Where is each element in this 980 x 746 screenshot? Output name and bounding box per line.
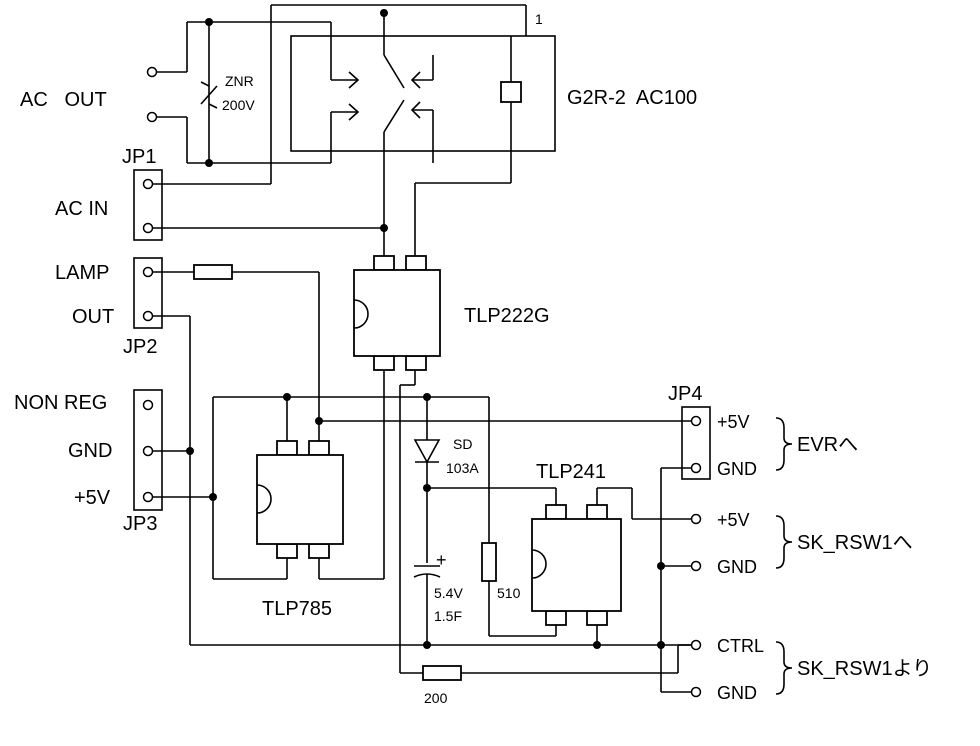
sk-rsw1-terminals (690, 513, 702, 698)
zener-name-label: ZNR (225, 73, 254, 89)
ac-out-terminal-1 (146, 66, 158, 78)
ground-bus (190, 467, 696, 693)
jp4-plus5v-label: +5V (717, 412, 750, 432)
sk-plus5v-label: +5V (717, 510, 750, 530)
lamp-resistor (193, 264, 233, 280)
ac-out-terminals (146, 21, 332, 164)
jp3-plus5v-label: +5V (74, 487, 111, 509)
non-reg-label: NON REG (14, 392, 107, 414)
relay-pin-label: 1 (535, 11, 543, 27)
relay-name-label: G2R-2 AC100 (567, 87, 697, 109)
evr-label: EVRへ (797, 434, 858, 456)
jp3-gnd-label: GND (68, 440, 112, 462)
cap-polarity-label: + (436, 550, 447, 570)
schottky-diode (413, 393, 441, 563)
ac-out-label: AC OUT (20, 89, 107, 111)
cap-voltage-label: 5.4V (434, 585, 463, 601)
jp3-connector (133, 389, 217, 511)
jp2-connector (133, 257, 320, 645)
tlp222g-label: TLP222G (464, 305, 550, 327)
sk-rsw1-from-label: SK_RSW1より (797, 658, 932, 680)
sk-rsw1-to-label: SK_RSW1へ (797, 532, 913, 554)
jp1-label: JP1 (122, 146, 156, 168)
r510-label: 510 (497, 585, 521, 601)
jp2-label: JP2 (123, 336, 157, 358)
cap-value-label: 1.5F (434, 608, 462, 624)
relay-coil (500, 81, 522, 103)
diode-value-label: 103A (446, 460, 479, 476)
zener-diode (200, 18, 218, 167)
out-label: OUT (72, 306, 114, 328)
relay-outline (290, 35, 556, 152)
sk-gnd1-label: GND (717, 557, 757, 577)
ac-in-label: AC IN (55, 198, 108, 220)
tlp785-label: TLP785 (262, 598, 332, 620)
r200-label: 200 (424, 690, 448, 706)
tlp241-chip (427, 487, 692, 649)
lamp-label: LAMP (55, 262, 109, 284)
tlp222g-chip (353, 255, 441, 371)
relay-to-tlp222g-wires (383, 151, 512, 258)
jp3-label: JP3 (123, 513, 157, 535)
jp4-connector (681, 406, 711, 480)
relay (290, 9, 556, 163)
diode-name-label: SD (453, 436, 472, 452)
jp1-connector (133, 4, 527, 241)
resistor-200 (422, 665, 462, 681)
jp4-label: JP4 (668, 383, 702, 405)
jp4-gnd-label: GND (717, 459, 757, 479)
ac-out-terminal-2 (146, 111, 158, 123)
zener-value-label: 200V (222, 97, 255, 113)
tlp241-label: TLP241 (536, 461, 606, 483)
tlp785-chip (212, 370, 696, 580)
sk-gnd2-label: GND (717, 683, 757, 703)
tlp222g-to-200-wire (399, 370, 678, 681)
ctrl-label: CTRL (717, 636, 764, 656)
braces (775, 417, 793, 695)
resistor-510 (481, 397, 557, 637)
